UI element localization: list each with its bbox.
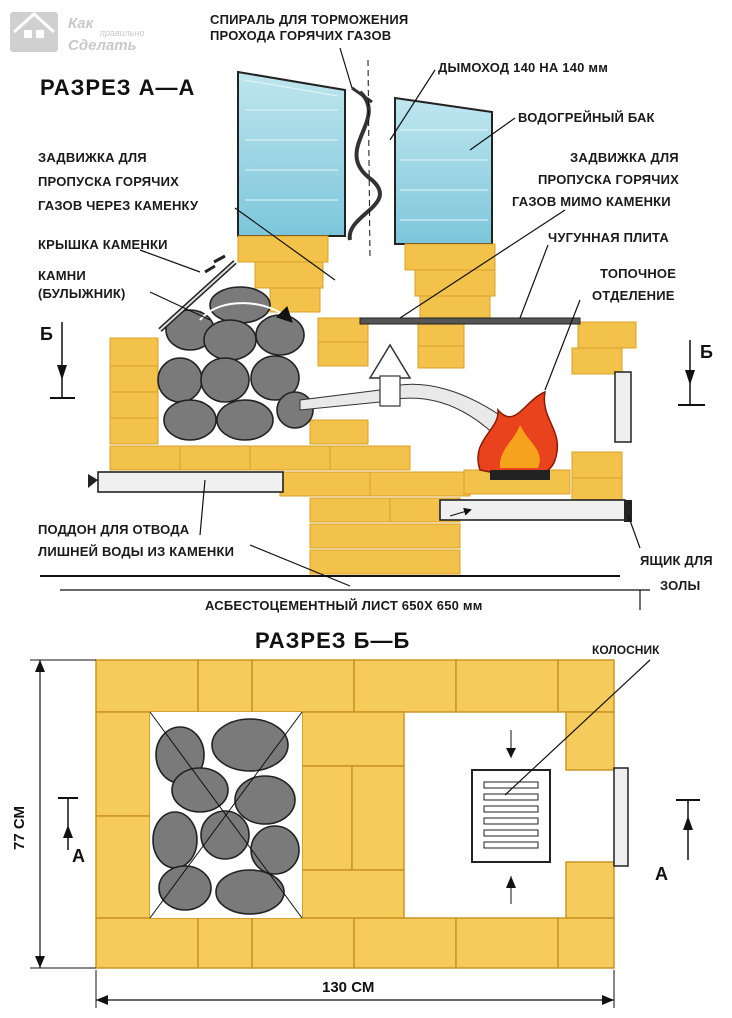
section-b-title: РАЗРЕЗ Б—Б bbox=[255, 628, 410, 653]
label-plate: ЧУГУННАЯ ПЛИТА bbox=[548, 230, 669, 245]
brick-plan-section-b bbox=[95, 659, 615, 969]
label-damper-left-3: ГАЗОВ ЧЕРЕЗ КАМЕНКУ bbox=[38, 198, 199, 213]
label-stones-1: КАМНИ bbox=[38, 268, 86, 283]
label-height: 77 СМ bbox=[11, 806, 28, 850]
grate bbox=[471, 730, 551, 904]
label-firebox-2: ОТДЕЛЕНИЕ bbox=[592, 288, 675, 303]
watermark-small: правильно bbox=[100, 28, 144, 38]
label-grate: КОЛОСНИК bbox=[592, 643, 660, 657]
section-marker-a-right: А bbox=[655, 799, 700, 884]
label-tank: ВОДОГРЕЙНЫЙ БАК bbox=[518, 110, 655, 125]
section-b-drawing: РАЗРЕЗ Б—Б bbox=[11, 628, 700, 1008]
brake-spiral bbox=[347, 90, 382, 241]
label-tray-2: ЛИШНЕЙ ВОДЫ ИЗ КАМЕНКИ bbox=[38, 544, 234, 559]
brick-wall-section-a bbox=[109, 235, 637, 575]
mark-b-right: Б bbox=[700, 342, 713, 362]
label-spiral-1: СПИРАЛЬ ДЛЯ ТОРМОЖЕНИЯ bbox=[210, 12, 408, 27]
label-chimney: ДЫМОХОД 140 НА 140 мм bbox=[438, 60, 608, 75]
water-tray bbox=[97, 471, 284, 493]
label-damper-right-3: ГАЗОВ МИМО КАМЕНКИ bbox=[512, 194, 671, 209]
watermark-line2: Сделать bbox=[68, 37, 137, 54]
mark-a-left: А bbox=[72, 846, 85, 866]
heater-stones-plan bbox=[149, 711, 303, 919]
label-damper-right-1: ЗАДВИЖКА ДЛЯ bbox=[570, 150, 679, 165]
label-stones-2: (БУЛЫЖНИК) bbox=[38, 286, 126, 301]
gas-flow-arrow bbox=[299, 383, 521, 441]
section-marker-b-right: Б bbox=[678, 340, 713, 406]
watermark-house-icon bbox=[10, 12, 58, 52]
section-a-drawing: РАЗРЕЗ А—А bbox=[38, 12, 713, 613]
heater-stones bbox=[157, 286, 314, 441]
section-a-title: РАЗРЕЗ А—А bbox=[40, 75, 195, 100]
mark-b-left: Б bbox=[40, 324, 53, 344]
label-sheet: АСБЕСТОЦЕМЕНТНЫЙ ЛИСТ 650Х 650 мм bbox=[205, 598, 483, 613]
firebox-door-plan bbox=[613, 767, 629, 867]
watermark-logo: Как Сделать правильно bbox=[10, 11, 144, 54]
label-damper-left-2: ПРОПУСКА ГОРЯЧИХ bbox=[38, 174, 179, 189]
section-marker-b-left: Б bbox=[40, 322, 75, 399]
leader-lines-a bbox=[139, 47, 641, 587]
watermark-line1: Как bbox=[68, 15, 95, 32]
section-marker-a-left: А bbox=[58, 797, 85, 866]
label-lid: КРЫШКА КАМЕНКИ bbox=[38, 237, 168, 252]
ash-box bbox=[439, 499, 626, 521]
firebox-door bbox=[614, 371, 632, 443]
label-damper-right-2: ПРОПУСКА ГОРЯЧИХ bbox=[538, 172, 679, 187]
dimension-width: 130 СМ bbox=[95, 970, 615, 1008]
water-tank-right bbox=[394, 96, 493, 245]
label-ash-2: ЗОЛЫ bbox=[660, 578, 700, 593]
cast-iron-plate bbox=[359, 317, 581, 325]
label-tray-1: ПОДДОН ДЛЯ ОТВОДА bbox=[38, 522, 190, 537]
dimension-height: 77 СМ bbox=[11, 659, 96, 969]
mark-a-right: А bbox=[655, 864, 668, 884]
label-width: 130 СМ bbox=[322, 979, 374, 996]
label-damper-left-1: ЗАДВИЖКА ДЛЯ bbox=[38, 150, 147, 165]
water-tank-left bbox=[237, 70, 346, 237]
label-spiral-2: ПРОХОДА ГОРЯЧИХ ГАЗОВ bbox=[210, 28, 391, 43]
label-ash-1: ЯЩИК ДЛЯ bbox=[640, 553, 713, 568]
label-firebox-1: ТОПОЧНОЕ bbox=[600, 266, 676, 281]
fire-icon bbox=[477, 390, 559, 480]
